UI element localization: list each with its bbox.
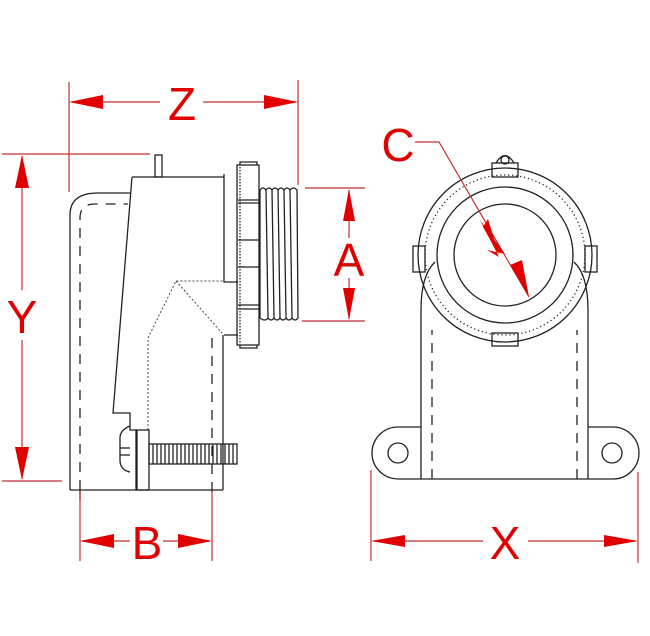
serrations bbox=[424, 174, 586, 336]
label-z: Z bbox=[168, 78, 196, 130]
front-view bbox=[371, 154, 640, 480]
label-y: Y bbox=[7, 291, 38, 343]
dimension-a: A bbox=[302, 187, 365, 322]
dimension-y: Y bbox=[2, 153, 150, 482]
label-a: A bbox=[334, 234, 365, 286]
label-b: B bbox=[132, 517, 163, 569]
dimension-x: X bbox=[370, 470, 639, 569]
mount-hole-right bbox=[601, 442, 623, 464]
label-x: X bbox=[490, 517, 521, 569]
dimension-c: C bbox=[381, 119, 530, 298]
screw-threads bbox=[152, 444, 234, 464]
mount-hole-left bbox=[387, 442, 409, 464]
label-c: C bbox=[381, 119, 414, 171]
dimension-b: B bbox=[79, 491, 213, 569]
side-view bbox=[69, 154, 299, 500]
dimension-z: Z bbox=[68, 78, 299, 192]
